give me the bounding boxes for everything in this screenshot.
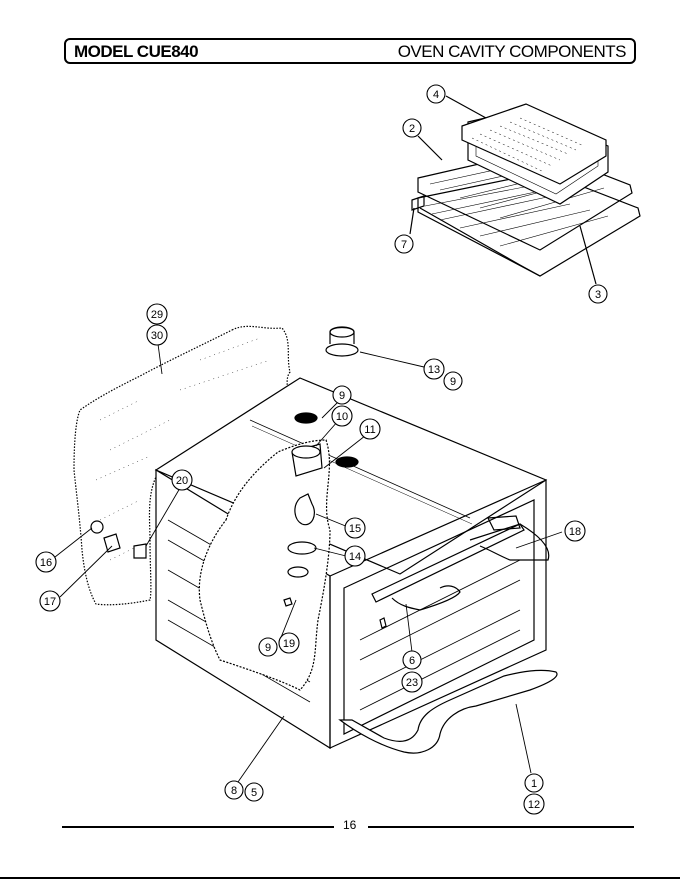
callout-6: 6 bbox=[402, 650, 422, 670]
callout-label: 4 bbox=[433, 89, 439, 101]
callout-label: 14 bbox=[349, 551, 361, 563]
callout-label: 1 bbox=[531, 778, 537, 790]
callout-8: 8 bbox=[224, 780, 244, 800]
callout-label: 9 bbox=[339, 390, 345, 402]
oven-light-assembly bbox=[283, 443, 323, 607]
callout-2: 2 bbox=[402, 118, 422, 138]
callout-5: 5 bbox=[244, 782, 264, 802]
callout-label: 16 bbox=[40, 557, 52, 569]
broil-element bbox=[371, 515, 550, 611]
page-number: 16 bbox=[343, 818, 357, 832]
callout-label: 13 bbox=[428, 364, 440, 376]
callout-label: 5 bbox=[251, 787, 257, 799]
footer-rule-right bbox=[368, 826, 634, 828]
model-label: MODEL CUE840 bbox=[74, 42, 199, 61]
callout-label: 9 bbox=[450, 376, 456, 388]
callout-label: 3 bbox=[595, 289, 601, 301]
broiler-insert bbox=[461, 103, 607, 185]
callout-17: 17 bbox=[39, 590, 61, 612]
footer-rule-left bbox=[62, 826, 334, 828]
bolt bbox=[133, 543, 147, 559]
callout-12: 12 bbox=[523, 793, 545, 815]
callout-label: 11 bbox=[364, 424, 375, 436]
callout-3: 3 bbox=[588, 284, 608, 304]
callout-label: 17 bbox=[44, 596, 56, 608]
callout-label: 30 bbox=[151, 330, 163, 342]
insulator-sleeve bbox=[103, 533, 121, 553]
callout-13: 13 bbox=[423, 358, 445, 380]
title-box: MODEL CUE840 OVEN CAVITY COMPONENTS bbox=[64, 38, 636, 64]
grommet bbox=[90, 520, 104, 534]
callout-label: 23 bbox=[406, 677, 418, 689]
section-title: OVEN CAVITY COMPONENTS bbox=[397, 42, 627, 61]
callout-label: 29 bbox=[151, 309, 163, 321]
callout-1: 1 bbox=[524, 773, 544, 793]
callout-20: 20 bbox=[171, 469, 193, 491]
bake-element bbox=[338, 669, 558, 754]
rack-glide bbox=[411, 195, 425, 211]
element-receptacle bbox=[325, 326, 359, 357]
insulation-blanket bbox=[73, 325, 291, 606]
callout-19: 19 bbox=[278, 632, 300, 654]
callout-label: 10 bbox=[336, 411, 348, 423]
callout-16: 16 bbox=[35, 551, 57, 573]
light-bulb bbox=[294, 493, 315, 526]
light-gasket bbox=[287, 566, 309, 578]
callout-29: 29 bbox=[146, 303, 168, 325]
callout-label: 6 bbox=[409, 655, 415, 667]
callout-label: 8 bbox=[231, 785, 237, 797]
screw-lower bbox=[379, 617, 387, 629]
light-lens bbox=[287, 541, 317, 555]
callout-10: 10 bbox=[331, 405, 353, 427]
screw bbox=[283, 597, 293, 607]
callout-label: 19 bbox=[283, 638, 295, 650]
callout-label: 18 bbox=[569, 526, 581, 538]
callout-label: 9 bbox=[265, 642, 271, 654]
callout-label: 2 bbox=[409, 123, 415, 135]
callout-14: 14 bbox=[344, 545, 366, 567]
callout-30: 30 bbox=[146, 324, 168, 346]
callout-label: 12 bbox=[528, 799, 540, 811]
callout-11: 11 bbox=[359, 418, 381, 440]
callout-18: 18 bbox=[564, 520, 586, 542]
callout-9: 9 bbox=[332, 385, 352, 405]
callout-4: 4 bbox=[426, 84, 446, 104]
bottom-border bbox=[0, 877, 680, 879]
callout-label: 20 bbox=[176, 475, 188, 487]
rack-assembly bbox=[409, 95, 641, 285]
callout-7: 7 bbox=[394, 234, 414, 254]
callout-label: 15 bbox=[349, 523, 361, 535]
callout-23: 23 bbox=[401, 671, 423, 693]
callout-9: 9 bbox=[258, 637, 278, 657]
callout-9: 9 bbox=[443, 371, 463, 391]
callout-15: 15 bbox=[344, 517, 366, 539]
callout-label: 7 bbox=[401, 239, 407, 251]
